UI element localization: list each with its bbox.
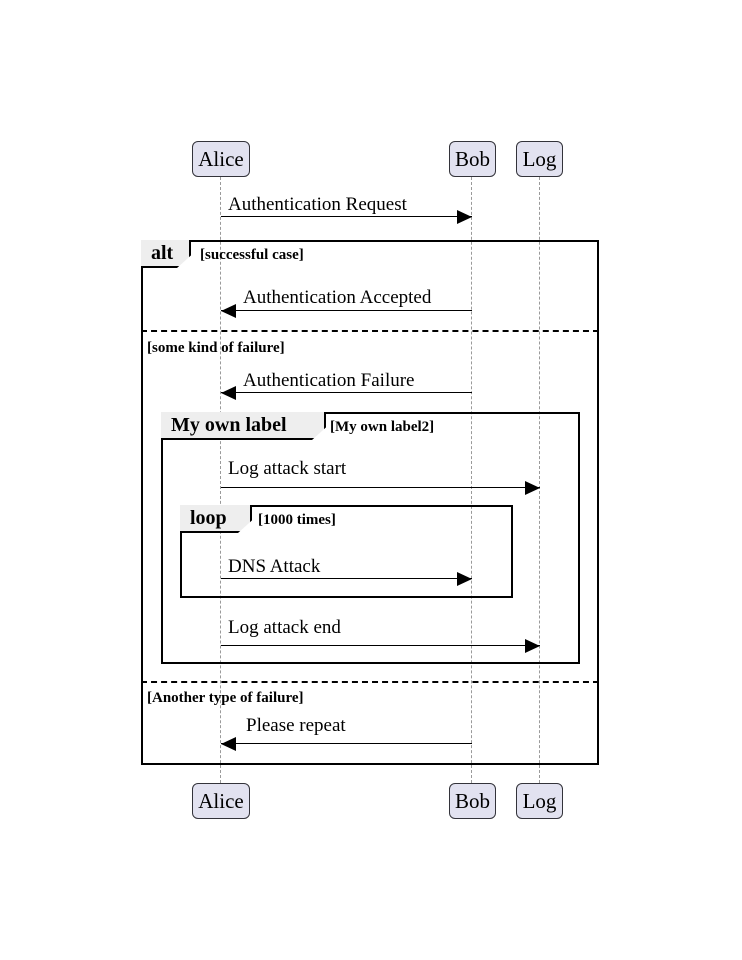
fragment-loop <box>180 505 513 598</box>
fragment-operator-my-own-label: My own label <box>161 412 326 440</box>
participant-top-alice[interactable]: Alice <box>192 141 250 177</box>
message-line-m4 <box>221 487 540 488</box>
message-line-m1 <box>221 216 472 217</box>
message-arrowhead-m1 <box>457 209 472 224</box>
lifeline-log <box>539 177 541 783</box>
message-arrowhead-m3 <box>221 385 236 400</box>
message-arrowhead-m4 <box>525 480 540 495</box>
fragment-guard-alt: [successful case] <box>200 247 304 263</box>
participant-bottom-log[interactable]: Log <box>516 783 563 819</box>
fragment-alt <box>141 240 599 765</box>
message-label-m1: Authentication Request <box>228 194 407 215</box>
message-arrowhead-m7 <box>221 736 236 751</box>
message-label-m6: Log attack end <box>228 617 341 638</box>
fragment-guard-loop: [1000 times] <box>258 512 336 528</box>
fragment-guard-my-own-label: [My own label2] <box>330 419 435 435</box>
participant-top-bob[interactable]: Bob <box>449 141 496 177</box>
participant-bottom-alice[interactable]: Alice <box>192 783 250 819</box>
fragment-divider-alt-1 <box>141 681 599 683</box>
participant-bottom-bob[interactable]: Bob <box>449 783 496 819</box>
message-label-m3: Authentication Failure <box>243 370 415 391</box>
message-arrowhead-m6 <box>525 638 540 653</box>
fragment-divider-alt-0 <box>141 330 599 332</box>
lifeline-alice <box>220 177 222 783</box>
participant-top-log[interactable]: Log <box>516 141 563 177</box>
message-line-m5 <box>221 578 472 579</box>
message-arrowhead-m2 <box>221 303 236 318</box>
message-label-m5: DNS Attack <box>228 556 321 577</box>
fragment-divider-guard-alt-0: [some kind of failure] <box>147 340 285 356</box>
message-arrowhead-m5 <box>457 571 472 586</box>
message-label-m4: Log attack start <box>228 458 347 479</box>
fragment-divider-guard-alt-1: [Another type of failure] <box>147 690 304 706</box>
message-label-m7: Please repeat <box>246 715 346 736</box>
fragment-operator-loop: loop <box>180 505 252 533</box>
fragment-my-own-label <box>161 412 580 664</box>
message-label-m2: Authentication Accepted <box>243 287 432 308</box>
message-line-m2 <box>221 310 472 311</box>
message-line-m3 <box>221 392 472 393</box>
message-line-m6 <box>221 645 540 646</box>
message-line-m7 <box>221 743 472 744</box>
lifeline-bob <box>471 177 473 783</box>
